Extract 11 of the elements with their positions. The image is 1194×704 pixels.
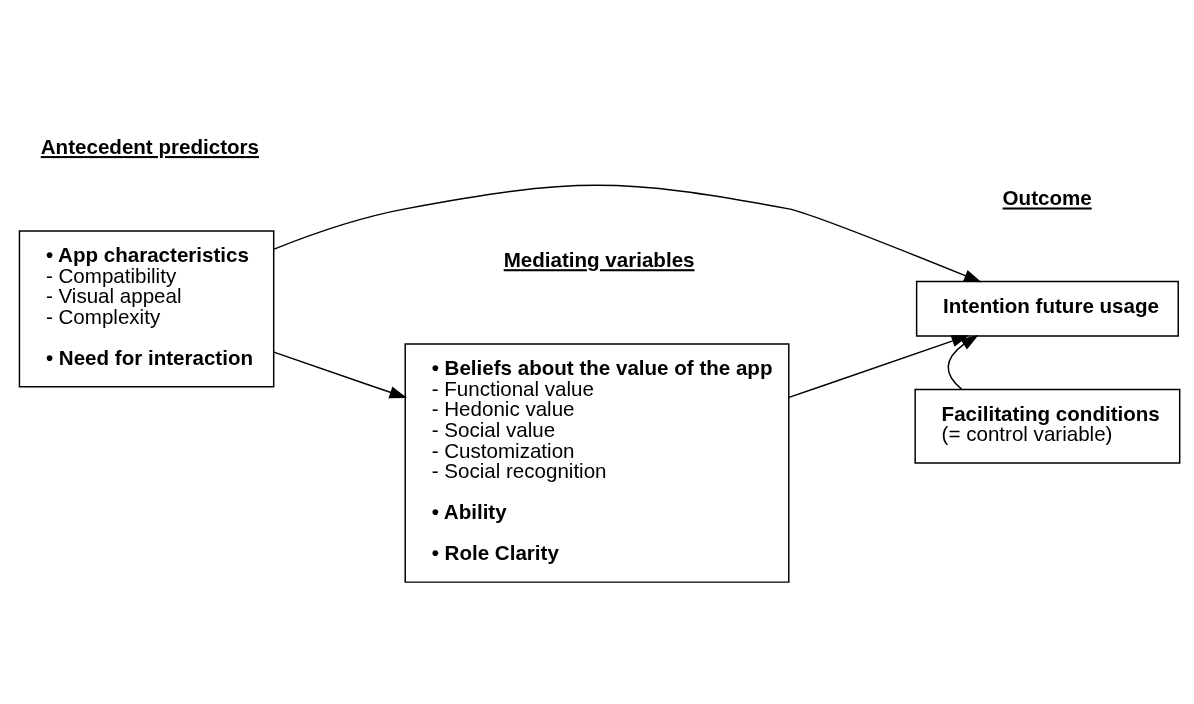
node-box: Intention future usage <box>915 280 1179 337</box>
node-box: • App characteristics - Compatibility - Visual appeal - Complexity • Need for interaction <box>18 229 275 387</box>
arrow <box>273 350 408 398</box>
arrow <box>788 334 970 398</box>
node-box: • Beliefs about the value of the app - Functional value - Hedonic value - Social value - Customization - Social recognition • Ability • Role Clarity <box>404 342 790 583</box>
arrow <box>273 184 982 282</box>
label: Antecedent predictors <box>40 134 260 158</box>
label: Outcome <box>1002 185 1092 209</box>
node-box: Facilitating conditions (= control variable) <box>914 388 1181 464</box>
label: Mediating variables <box>503 247 695 271</box>
arrow <box>947 334 979 390</box>
